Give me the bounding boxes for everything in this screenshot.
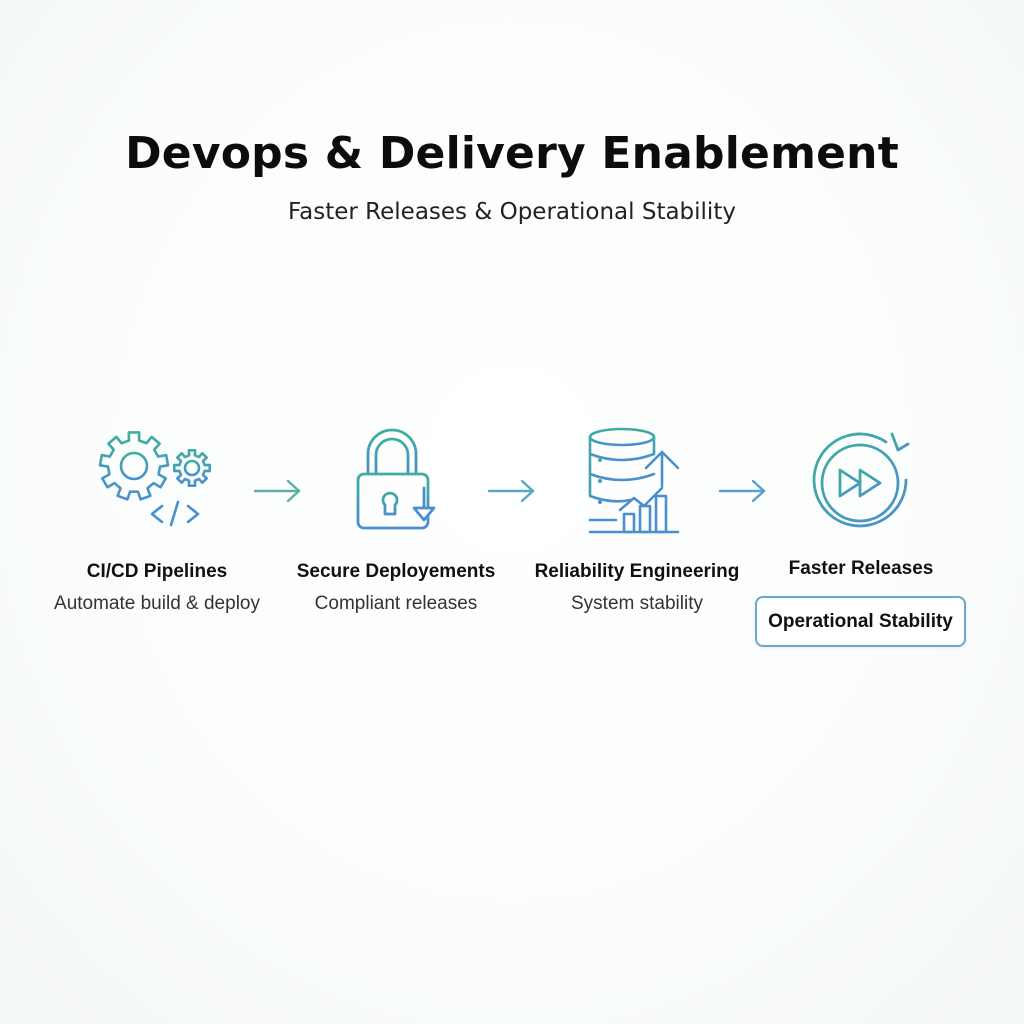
- step-label-faster: Faster Releases: [788, 558, 934, 579]
- page-subtitle: Faster Releases & Operational Stability: [288, 199, 736, 225]
- fast-forward-cycle-icon: [810, 432, 918, 534]
- step-label-secure: Secure Deployements: [296, 561, 496, 582]
- gears-code-icon: [96, 428, 216, 530]
- step-desc-cicd: Automate build & deploy: [54, 593, 260, 614]
- operational-stability-badge: Operational Stability: [755, 596, 966, 647]
- step-desc-reliability: System stability: [571, 593, 703, 614]
- step-label-reliability: Reliability Engineering: [534, 561, 740, 582]
- page-title: Devops & Delivery Enablement: [125, 128, 899, 179]
- flow-arrow-2: [487, 478, 537, 509]
- flow-arrow-3: [718, 478, 768, 509]
- step-label-cicd: CI/CD Pipelines: [86, 561, 228, 582]
- flow-arrow-1: [253, 478, 303, 509]
- database-chart-icon: [586, 426, 682, 536]
- step-desc-secure: Compliant releases: [314, 593, 478, 614]
- lock-download-icon: [352, 428, 450, 532]
